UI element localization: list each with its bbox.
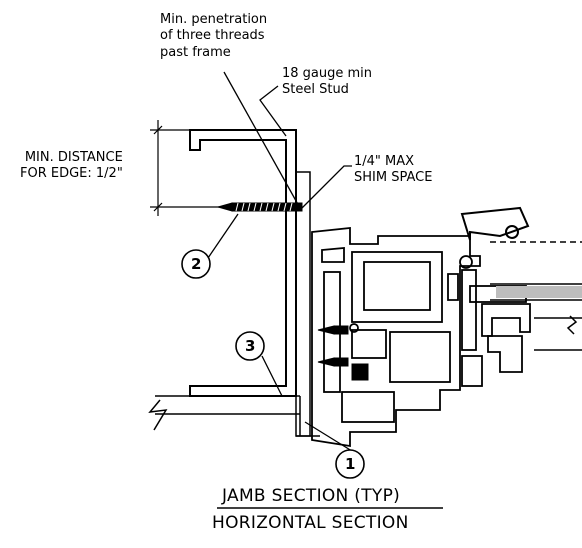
penetration-note-line1: Min. penetration [160, 12, 268, 27]
stud-note-line1: 18 gauge min [282, 66, 373, 81]
penetration-note-line2: of three threads [160, 28, 265, 44]
stud-note: 18 gauge min Steel Stud [282, 66, 372, 99]
edge-distance-line2: FOR EDGE: 1/2" [20, 166, 123, 182]
shim-board [295, 171, 320, 437]
shim-note-line2: SHIM SPACE [354, 170, 433, 186]
glazing-bead [460, 206, 530, 241]
shim-note-line1: 1/4" MAX [354, 154, 415, 169]
callout-3-label: 3 [245, 337, 256, 355]
glazing-unit [490, 241, 582, 351]
callout-1-label: 1 [345, 455, 356, 473]
title-line1: JAMB SECTION (TYP) [222, 486, 401, 506]
window-frame-profile [311, 227, 531, 448]
fastener-screw [216, 202, 303, 212]
edge-distance-line1: MIN. DISTANCE [24, 150, 123, 165]
edge-distance-note: MIN. DISTANCE FOR EDGE: 1/2" [20, 150, 123, 183]
wall-edge [148, 395, 301, 436]
callout-2 [181, 249, 211, 279]
callout-2-label: 2 [191, 255, 202, 273]
callout-1 [335, 449, 365, 479]
penetration-note-line3: past frame [160, 44, 231, 60]
frame-screws [317, 325, 369, 381]
shim-note: 1/4" MAX SHIM SPACE [354, 154, 432, 187]
callout-3 [235, 331, 265, 361]
edge-distance-dimension [150, 120, 220, 216]
title-line2: HORIZONTAL SECTION [212, 513, 409, 533]
penetration-note: Min. penetration of three threads past f… [160, 12, 267, 61]
stud-note-line2: Steel Stud [282, 82, 349, 98]
